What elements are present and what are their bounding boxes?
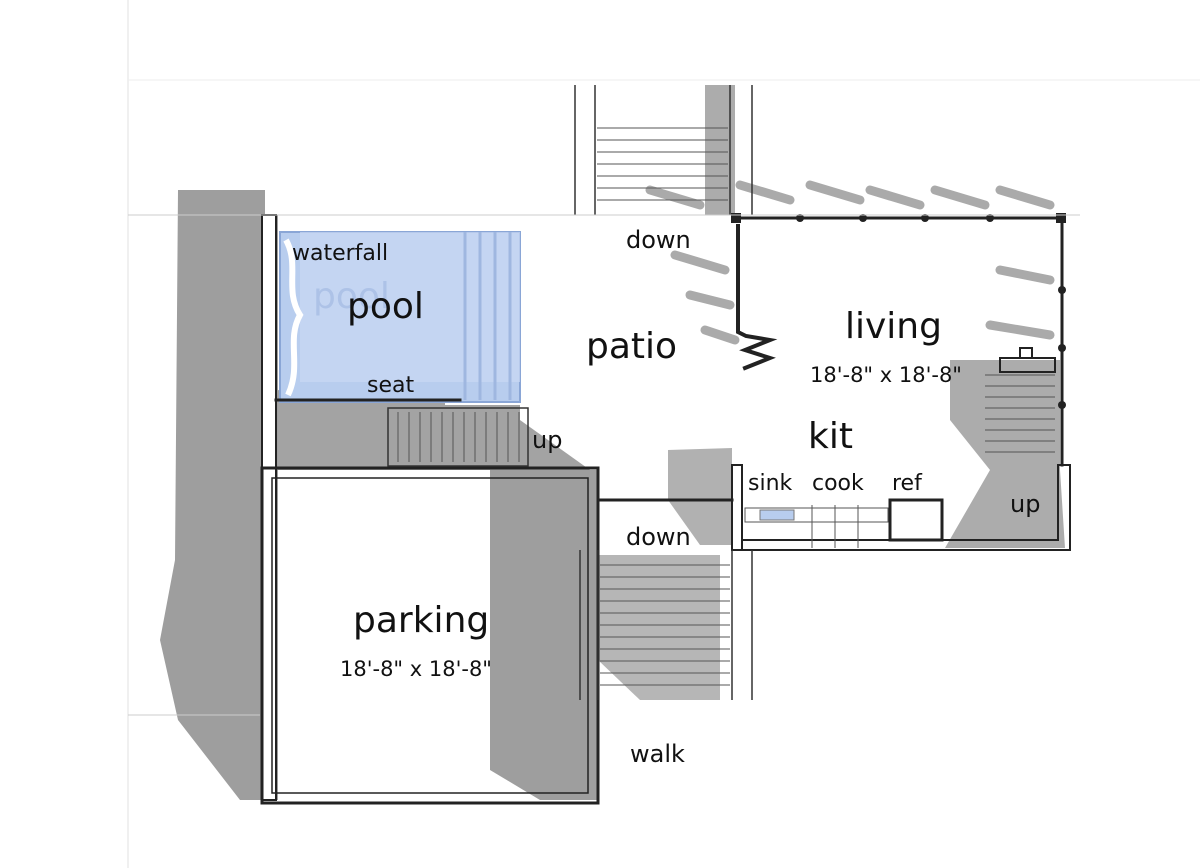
parking-dimensions: 18'-8" x 18'-8" [340,657,492,681]
pergola-posts [731,213,1066,409]
stairs [397,127,1055,686]
pool-basin [279,231,521,403]
stair-frames [128,85,1080,716]
down-label-top: down [626,226,691,254]
walk-label: walk [630,740,685,768]
up-label-right: up [1010,490,1040,518]
shadow-masses [160,85,1065,800]
living-label: living [845,306,942,347]
living-dimensions: 18'-8" x 18'-8" [810,363,962,387]
pergola-shadows [645,180,1055,345]
patio-label: patio [586,326,677,367]
pool-label: pool [347,286,424,327]
down-label-bottom: down [626,523,691,551]
parking-label: parking [353,600,489,641]
ref-label: ref [892,471,923,496]
walls [260,214,1071,805]
sink-label: sink [748,471,793,496]
seat-label: seat [367,373,414,398]
cook-label: cook [812,471,864,496]
kit-label: kit [808,416,853,457]
pool-ghost-label: pool [313,276,390,317]
waterfall-label: waterfall [292,241,388,266]
up-label-pool: up [532,426,562,454]
kitchen-counter [744,505,889,548]
